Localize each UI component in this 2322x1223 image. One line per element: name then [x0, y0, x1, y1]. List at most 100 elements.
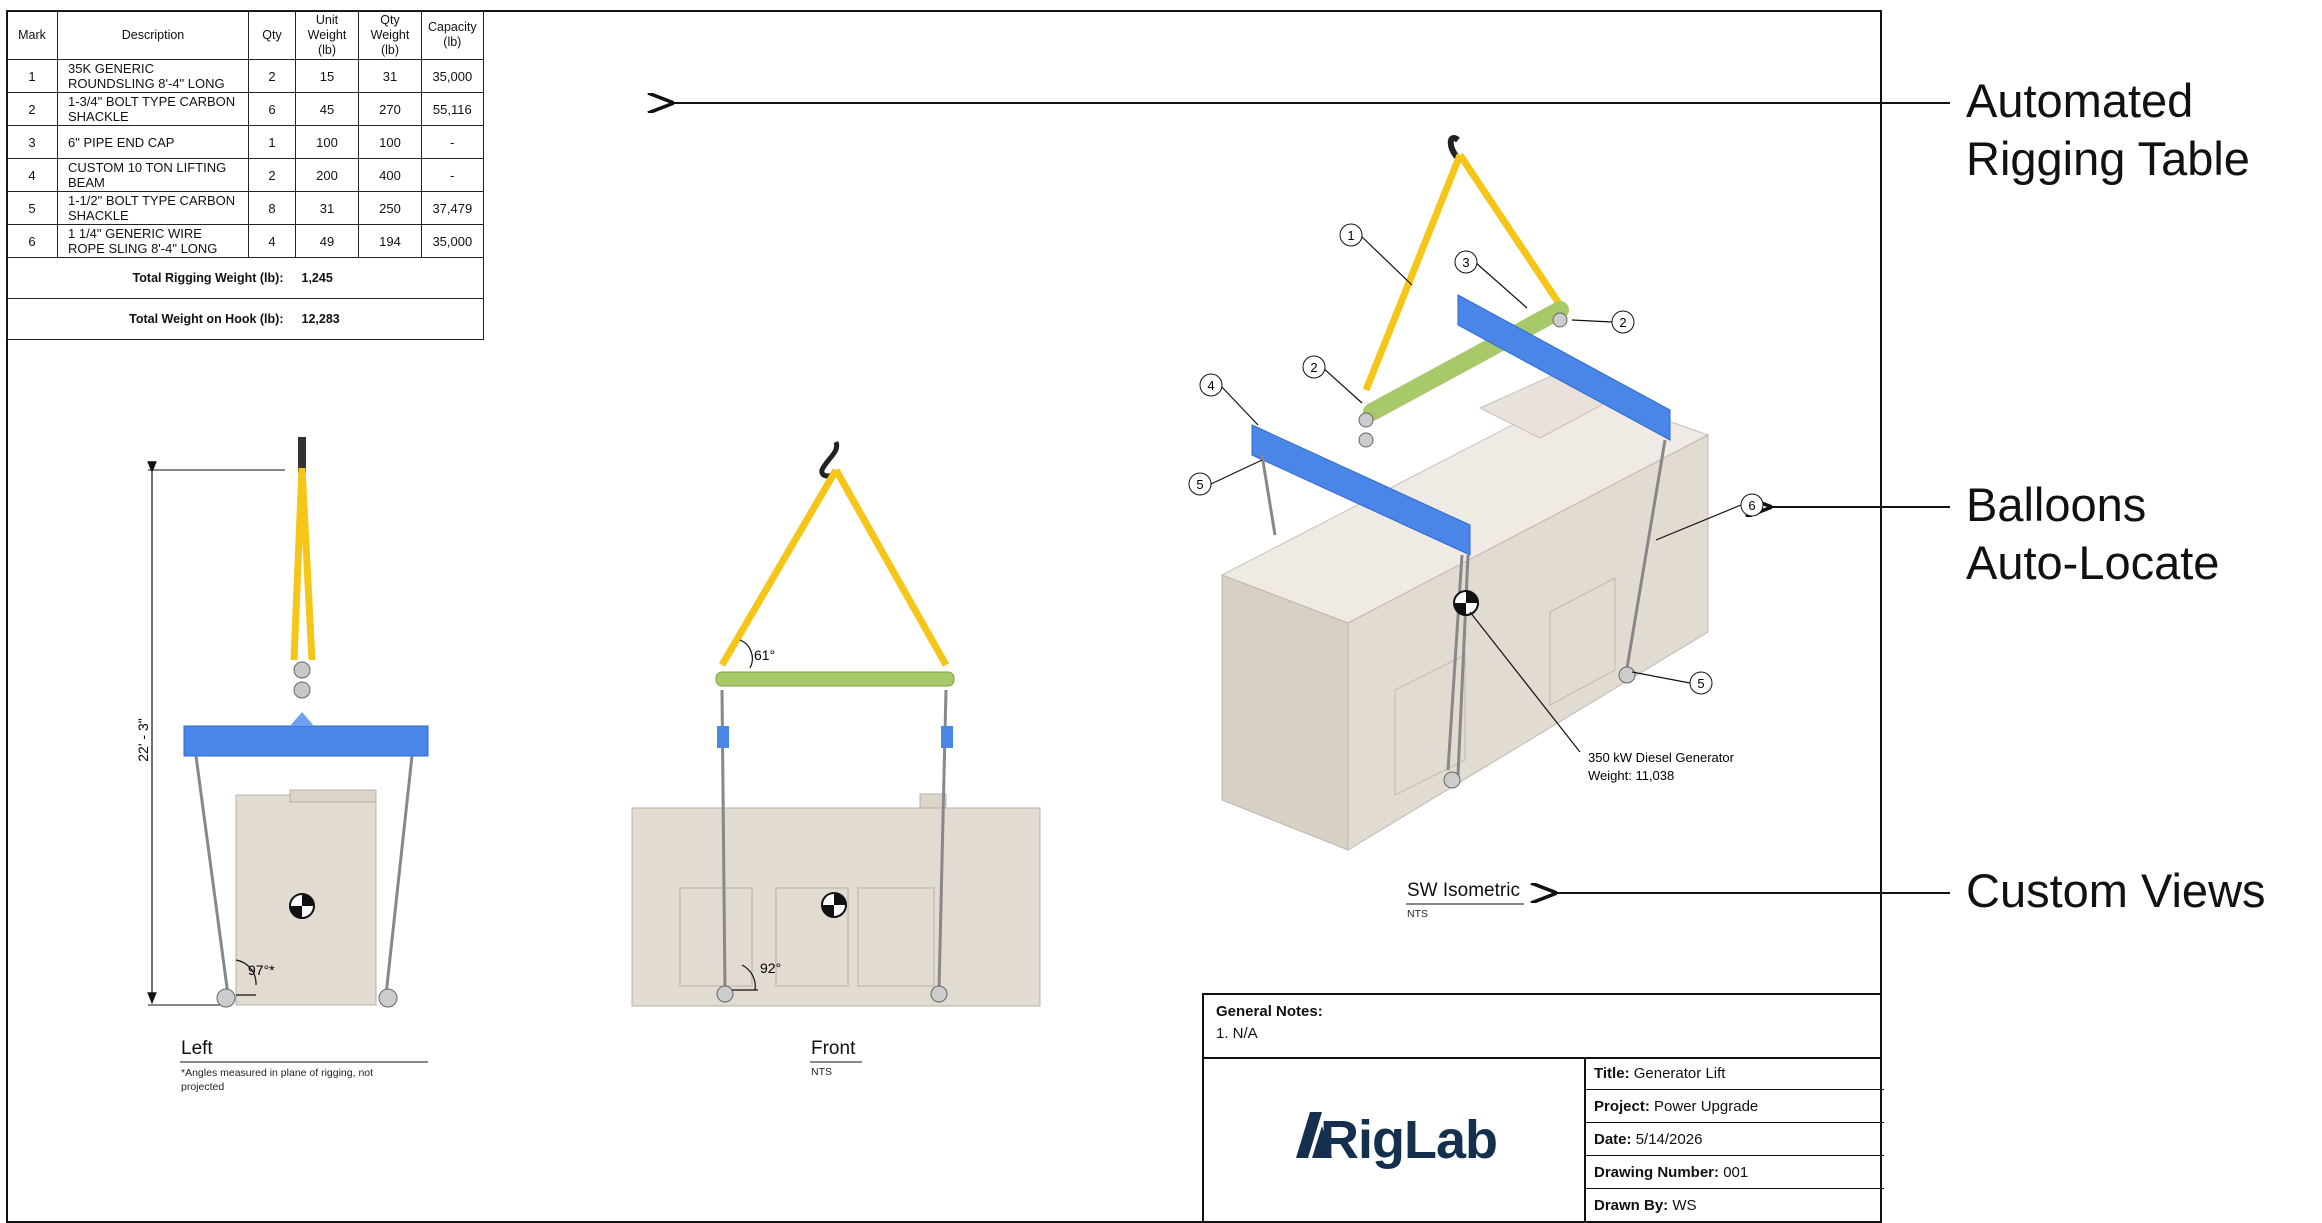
iso-view: 350 kW Diesel Generator Weight: 11,038	[1220, 135, 1735, 851]
callout-rigging-table: Automated Rigging Table	[1966, 74, 2250, 185]
title-value: Generator Lift	[1633, 1065, 1726, 1082]
left-view-note: *Angles measured in plane of rigging, no…	[181, 1067, 374, 1093]
title-row: Title: Generator Lift	[1586, 1057, 1884, 1090]
cell-qty-weight: 400	[358, 158, 422, 192]
rigging-table: Mark Description Qty Unit Weight(lb) Qty…	[6, 10, 484, 340]
iso-wire-sling-a	[1260, 454, 1277, 536]
left-angle-label: 97°*	[248, 962, 275, 978]
iso-view-label: SW Isometric	[1407, 880, 1520, 901]
header-description: Description	[57, 10, 249, 60]
iso-object-name: 350 kW Diesel Generator	[1588, 750, 1735, 765]
cell-qty-weight: 194	[358, 224, 422, 258]
total-hook-row: Total Weight on Hook (lb): 12,283	[6, 298, 484, 340]
date-row: Date: 5/14/2026	[1586, 1123, 1884, 1156]
iso-wire-sling-b	[1446, 554, 1464, 771]
balloon-1[interactable]	[1339, 223, 1363, 247]
total-rigging-value: 1,245	[295, 257, 484, 299]
cell-qty-weight: 31	[358, 59, 422, 93]
header-unit-weight: Unit Weight(lb)	[295, 10, 359, 60]
iso-lifting-beam-a	[1251, 424, 1471, 556]
balloon-5-a-label: 5	[1196, 477, 1203, 492]
total-hook-label: Total Weight on Hook (lb):	[6, 298, 296, 340]
cell-description: 1-3/4" BOLT TYPE CARBON SHACKLE	[57, 92, 249, 126]
riglab-logo-icon	[1296, 1112, 1332, 1158]
balloon-6-label: 6	[1748, 498, 1755, 513]
table-header-row: Mark Description Qty Unit Weight(lb) Qty…	[6, 10, 484, 60]
cell-qty: 8	[248, 191, 296, 225]
cell-description: 35K GENERIC ROUNDSLING 8'-4" LONG	[57, 59, 249, 93]
balloon-5-b-label: 5	[1697, 676, 1704, 691]
front-angle-top-label: 61°	[754, 647, 775, 663]
iso-view-scale: NTS	[1407, 908, 1428, 920]
cell-mark: 2	[6, 92, 58, 126]
left-wire-sling-a	[194, 755, 230, 996]
brand-name: RigLab	[1320, 1110, 1498, 1170]
cell-qty: 4	[248, 224, 296, 258]
front-view: 61° 92°	[631, 441, 1041, 1007]
balloon-2-b-label: 2	[1619, 315, 1626, 330]
balloon-2-b[interactable]	[1611, 310, 1635, 334]
cell-description: 1 1/4" GENERIC WIRE ROPE SLING 8'-4" LON…	[57, 224, 249, 258]
cell-mark: 3	[6, 125, 58, 159]
balloon-1-label: 1	[1347, 228, 1354, 243]
left-lifting-beam	[183, 725, 429, 757]
drawing-number-value: 001	[1723, 1164, 1749, 1181]
cell-qty: 2	[248, 59, 296, 93]
cell-unit-weight: 15	[295, 59, 359, 93]
total-rigging-label: Total Rigging Weight (lb):	[6, 257, 296, 299]
iso-roundsling	[1362, 153, 1563, 392]
project-row: Project: Power Upgrade	[1586, 1090, 1884, 1123]
cell-capacity: 35,000	[421, 59, 484, 93]
front-roundsling	[718, 468, 950, 667]
left-view: 22' - 3" 97°*	[135, 437, 429, 1008]
balloon-4-label: 4	[1207, 378, 1214, 393]
cell-capacity: 55,116	[421, 92, 484, 126]
title-block: RigLab Title: Generator Lift Project: Po…	[1202, 1057, 1884, 1223]
drawing-number-row: Drawing Number: 001	[1586, 1156, 1884, 1189]
balloon-5-a[interactable]	[1188, 472, 1212, 496]
front-view-scale: NTS	[811, 1066, 832, 1078]
balloon-3-label: 3	[1462, 255, 1469, 270]
balloon-4[interactable]	[1199, 373, 1223, 397]
iso-generator-front	[1347, 434, 1709, 851]
iso-wire-sling-c	[1625, 439, 1667, 669]
front-angle-bottom-label: 92°	[760, 960, 781, 976]
cell-description: 1-1/2" BOLT TYPE CARBON SHACKLE	[57, 191, 249, 225]
header-qty-weight: Qty Weight(lb)	[358, 10, 422, 60]
height-dimension-text: 22' - 3"	[135, 718, 151, 761]
iso-object-weight: Weight: 11,038	[1588, 768, 1674, 783]
balloon-6[interactable]	[1740, 493, 1764, 517]
date-label: Date:	[1594, 1131, 1632, 1148]
general-notes-box: General Notes: 1. N/A	[1202, 993, 1882, 1059]
balloon-2-a[interactable]	[1302, 355, 1326, 379]
cell-capacity: 37,479	[421, 191, 484, 225]
front-view-label: Front	[811, 1038, 856, 1059]
callout-balloons: Balloons Auto-Locate	[1966, 478, 2220, 589]
title-label: Title:	[1594, 1065, 1630, 1082]
left-hook	[298, 437, 306, 473]
general-notes-title: General Notes:	[1216, 1003, 1323, 1020]
general-notes-item: 1. N/A	[1216, 1025, 1258, 1042]
drawing-number-label: Drawing Number:	[1594, 1164, 1720, 1181]
left-wire-sling-b	[384, 755, 414, 996]
callout-custom-views: Custom Views	[1966, 864, 2266, 917]
drawn-by-value: WS	[1672, 1197, 1697, 1214]
total-hook-value: 12,283	[295, 298, 484, 340]
project-value: Power Upgrade	[1654, 1098, 1759, 1115]
drawn-by-label: Drawn By:	[1594, 1197, 1669, 1214]
date-value: 5/14/2026	[1635, 1131, 1703, 1148]
left-view-label: Left	[181, 1038, 213, 1059]
balloons: 1 2 2 3 4 5 5 6	[1188, 223, 1764, 695]
iso-lifting-beam-b	[1457, 294, 1671, 441]
total-rigging-row: Total Rigging Weight (lb): 1,245	[6, 257, 484, 299]
project-label: Project:	[1594, 1098, 1650, 1115]
drawn-by-row: Drawn By: WS	[1586, 1189, 1884, 1222]
cell-capacity: -	[421, 125, 484, 159]
logo-area: RigLab	[1204, 1057, 1586, 1221]
balloon-5-b[interactable]	[1689, 671, 1713, 695]
balloon-3[interactable]	[1454, 250, 1478, 274]
